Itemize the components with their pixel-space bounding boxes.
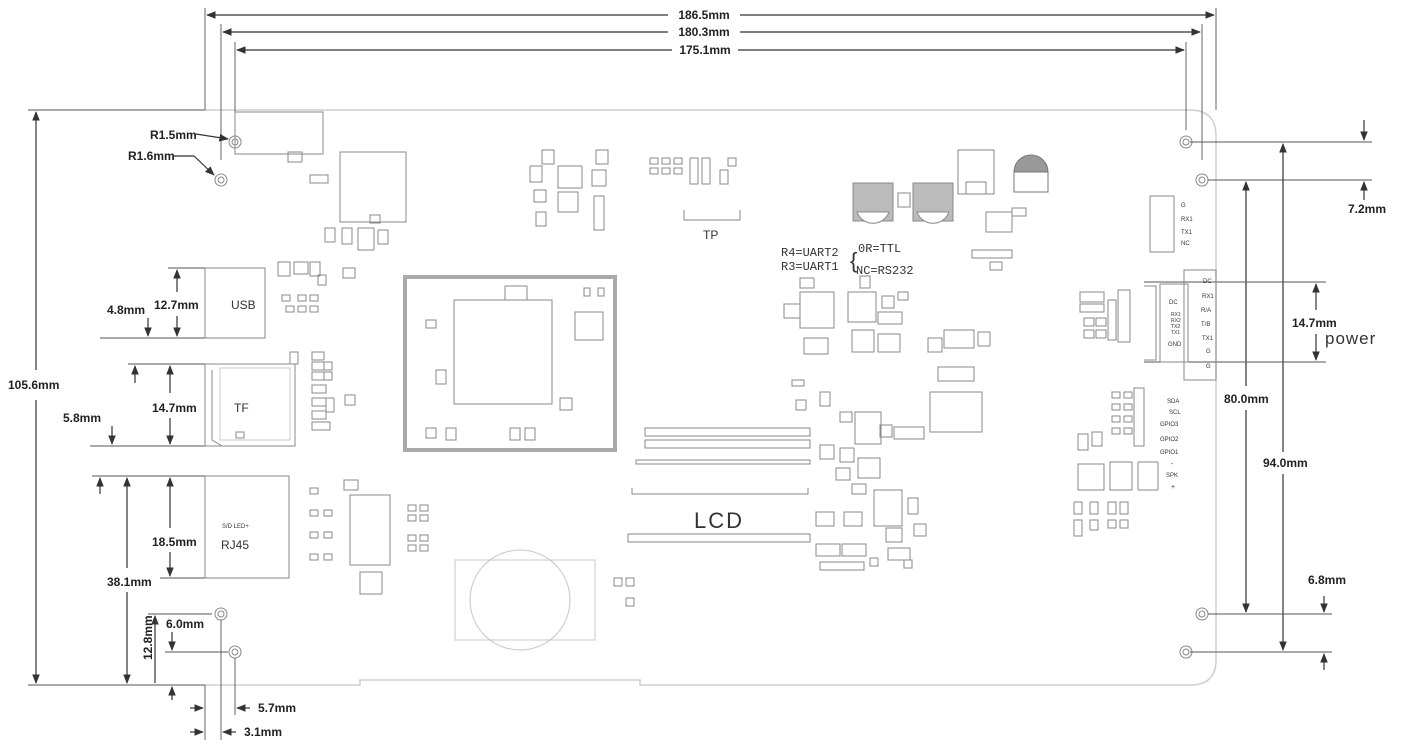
- dim-bottom-hole-v1: 12.8mm: [141, 615, 155, 660]
- label-lcd: LCD: [694, 508, 744, 533]
- label-uart-nc: NC=RS232: [856, 264, 914, 278]
- usb-connector: USB: [204, 267, 266, 339]
- dim-bottom-hole-h2: 3.1mm: [244, 725, 282, 739]
- lcd-connector: LCD: [627, 427, 811, 543]
- label-tp: TP: [703, 228, 718, 242]
- dim-hole-r1: R1.5mm: [150, 128, 197, 142]
- power-right-tx1: TX1: [1202, 336, 1214, 342]
- power-right-rx1: RX1: [1202, 294, 1214, 300]
- top-dimensions: 186.5mm 180.3mm 175.1mm: [204, 8, 1217, 160]
- dim-height-overall: 105.6mm: [8, 378, 59, 392]
- pin-gpio1: GPIO1: [1160, 450, 1179, 456]
- pin-tx1: TX1: [1181, 230, 1193, 236]
- top-left-components: [234, 111, 407, 313]
- power-connector: DC RX1 RX2 TX2 TX1 GND DC RX1 R/A T/B TX…: [1079, 269, 1217, 381]
- power-left-tx2: TX2: [1171, 324, 1180, 330]
- mounting-holes: [214, 135, 1209, 659]
- battery-holder: [454, 549, 635, 651]
- gpio-header: SDA SCL GPIO3 GPIO2 GPIO1 - SPK +: [1073, 387, 1181, 537]
- dim-usb-offset: 4.8mm: [107, 303, 145, 317]
- dim-bottom-hole-v2: 6.0mm: [166, 617, 204, 631]
- top-right-header: G RX1 TX1 NC: [1149, 195, 1193, 253]
- label-power: power: [1325, 329, 1376, 348]
- label-rj45-small: S/D LED+: [222, 524, 249, 530]
- tf-card-slot: TF: [204, 363, 296, 447]
- dim-right-overall: 94.0mm: [1263, 456, 1308, 470]
- pin-nc: NC: [1181, 241, 1190, 247]
- top-center-components: TP: [529, 149, 741, 242]
- power-right-g1: G: [1206, 349, 1211, 355]
- pin-minus: -: [1171, 461, 1174, 468]
- capacitors: [852, 149, 1049, 271]
- power-right-g2: G: [1206, 364, 1211, 370]
- dim-right-top-offset: 7.2mm: [1348, 202, 1386, 216]
- uart-brace: {: [850, 248, 857, 273]
- label-rj45: RJ45: [221, 538, 249, 552]
- dim-usb-height: 12.7mm: [154, 298, 199, 312]
- label-uart-r4: R4=UART2: [781, 246, 839, 260]
- dim-top-inner: 175.1mm: [679, 43, 730, 57]
- pin-g: G: [1181, 203, 1186, 209]
- uart-note: R4=UART2 R3=UART1 { 0R=TTL NC=RS232: [781, 242, 914, 278]
- hole-radius-leaders: R1.5mm R1.6mm: [128, 128, 229, 176]
- dim-right-bottom-offset: 6.8mm: [1308, 573, 1346, 587]
- pin-sda: SDA: [1167, 399, 1179, 405]
- right-dimensions: 7.2mm 80.0mm 94.0mm 14.7mm power 6.8mm: [1144, 120, 1386, 670]
- pin-plus: +: [1171, 484, 1175, 491]
- dim-tf-height: 14.7mm: [152, 401, 197, 415]
- label-tf: TF: [234, 401, 249, 415]
- left-dimensions: 105.6mm 12.7mm 4.8mm 14.7mm 5.8mm 18.5mm…: [8, 109, 296, 740]
- label-uart-0r: 0R=TTL: [858, 242, 901, 256]
- label-usb: USB: [231, 298, 256, 312]
- power-left-rx1: RX1: [1171, 312, 1181, 318]
- pin-gpio3: GPIO3: [1160, 422, 1179, 428]
- power-left-tx1: TX1: [1171, 330, 1180, 336]
- pin-rx1: RX1: [1181, 217, 1193, 223]
- power-right-ra: R/A: [1201, 308, 1211, 314]
- power-left-rx2: RX2: [1171, 318, 1181, 324]
- power-right-tb: T/B: [1201, 322, 1210, 328]
- pin-spk: SPK: [1166, 473, 1178, 479]
- dim-rj45-height: 18.5mm: [152, 535, 197, 549]
- pin-gpio2: GPIO2: [1160, 437, 1179, 443]
- center-right-components: [783, 275, 991, 571]
- label-uart-r3: R3=UART1: [781, 260, 839, 274]
- rj45-connector: S/D LED+ RJ45: [204, 475, 290, 579]
- dim-right-holes: 80.0mm: [1224, 392, 1269, 406]
- dim-bottom-hole-h1: 5.7mm: [258, 701, 296, 715]
- dim-hole-r2: R1.6mm: [128, 149, 175, 163]
- dim-top-holes: 180.3mm: [678, 25, 729, 39]
- left-mid-components: [289, 351, 429, 595]
- dim-tf-offset: 5.8mm: [63, 411, 101, 425]
- power-right-dc: DC: [1203, 279, 1212, 285]
- dim-power-height: 14.7mm: [1292, 316, 1337, 330]
- power-left-dc: DC: [1169, 300, 1178, 306]
- dim-top-overall: 186.5mm: [678, 8, 729, 22]
- power-left-gnd: GND: [1168, 342, 1182, 348]
- dim-rj45-offset: 38.1mm: [107, 575, 152, 589]
- board-outline: [205, 109, 1217, 686]
- soc-module: [403, 275, 617, 452]
- pin-scl: SCL: [1169, 410, 1181, 416]
